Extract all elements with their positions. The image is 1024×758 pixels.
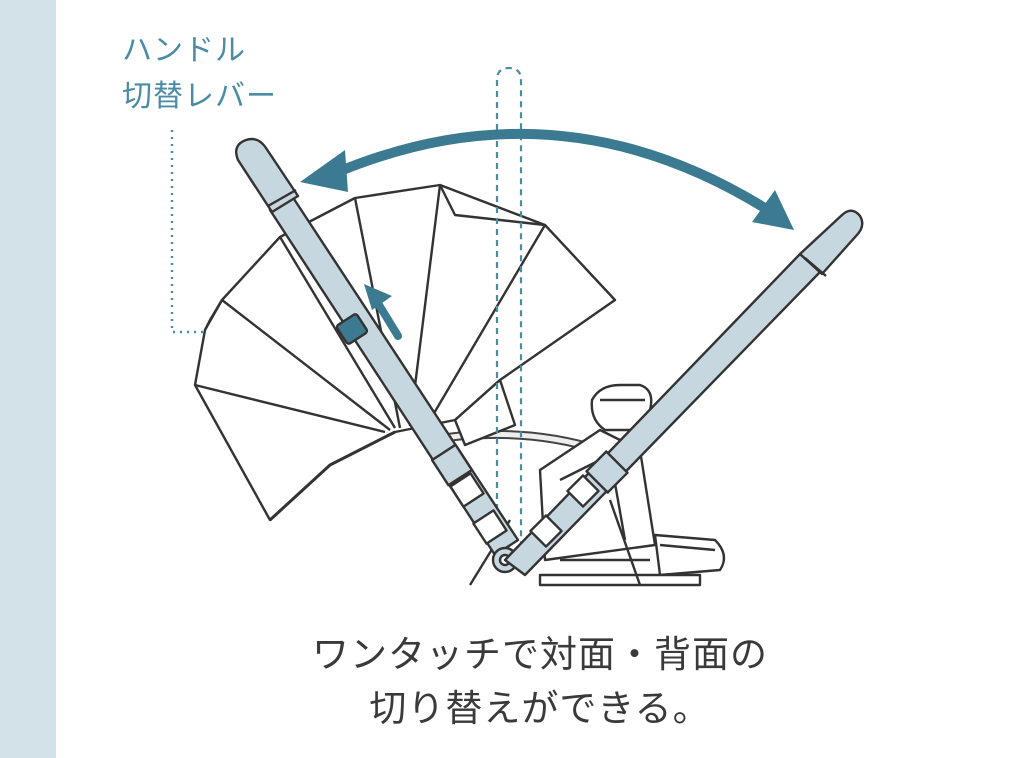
- caption: ワンタッチで対面・背面の 切り替えができる。: [56, 628, 1024, 736]
- caption-line1: ワンタッチで対面・背面の: [312, 633, 768, 676]
- handle-lever-label-line1: ハンドル: [122, 33, 246, 68]
- handle-lever: [335, 313, 369, 345]
- lever-push-arrow: [364, 284, 402, 340]
- canopy: [193, 183, 617, 522]
- handle-lever-label-line2: 切替レバー: [122, 79, 277, 114]
- swing-double-arrow: [300, 128, 794, 230]
- handle-lever-label: ハンドル 切替レバー: [122, 28, 277, 120]
- upright-position-guide: [495, 66, 523, 560]
- handle-left: [235, 137, 520, 574]
- caption-line2: 切り替えができる。: [369, 687, 711, 730]
- side-color-band: [0, 0, 56, 758]
- handle-right: [503, 209, 864, 577]
